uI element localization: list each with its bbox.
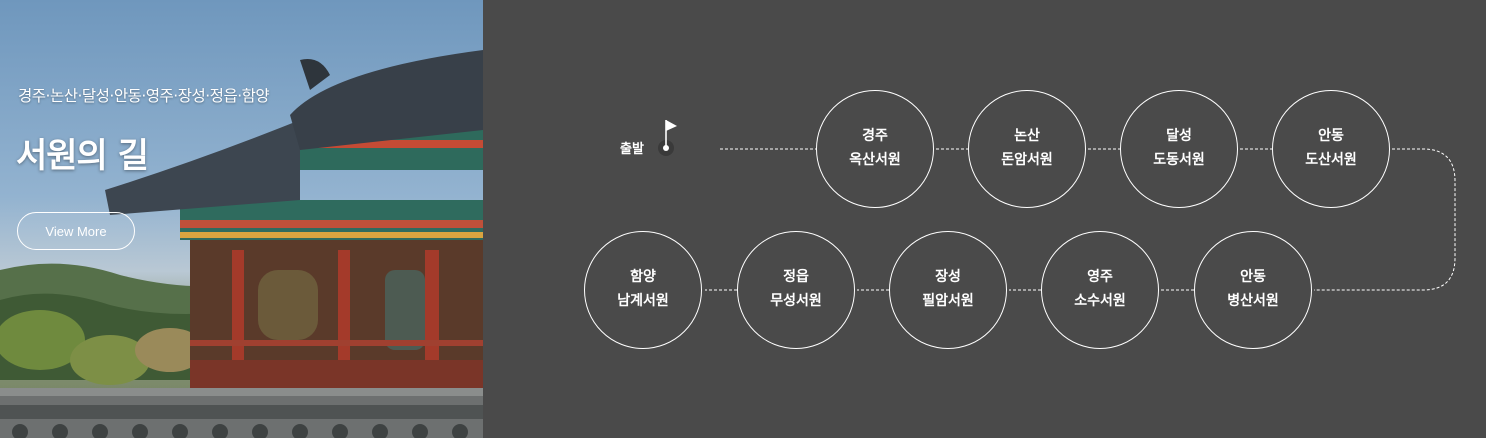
route-path [705, 148, 1456, 291]
route-stop-gyeongju-oksan[interactable]: 경주 옥산서원 [816, 90, 934, 208]
hanok-pavilion-image [0, 50, 483, 438]
view-more-button[interactable]: View More [17, 212, 135, 250]
stop-name: 도산서원 [1305, 152, 1357, 168]
stop-region: 달성 [1166, 128, 1192, 145]
stop-name: 병산서원 [1227, 293, 1279, 309]
route-stop-andong-dosan[interactable]: 안동 도산서원 [1272, 90, 1390, 208]
route-stop-jeongeup-museong[interactable]: 정읍 무성서원 [737, 231, 855, 349]
stop-region: 논산 [1014, 128, 1040, 145]
flag-icon [658, 120, 677, 156]
route-stop-yeongju-sosu[interactable]: 영주 소수서원 [1041, 231, 1159, 349]
stop-name: 남계서원 [617, 293, 669, 309]
route-stop-dalseong-dodong[interactable]: 달성 도동서원 [1120, 90, 1238, 208]
start-label: 출발 [620, 142, 644, 157]
route-stop-jangseong-pilam[interactable]: 장성 필암서원 [889, 231, 1007, 349]
hero-title: 서원의 길 [16, 136, 149, 176]
hero-banner: 경주·논산·달성·안동·영주·장성·정읍·함양 서원의 길 View More [0, 0, 483, 438]
stop-name: 무성서원 [770, 293, 822, 309]
route-map: 출발 경주 옥산서원 논산 돈암서원 달성 도동서원 안동 도산서원 안동 병산… [483, 0, 1486, 438]
stop-region: 안동 [1318, 128, 1344, 145]
stop-name: 옥산서원 [849, 152, 901, 168]
route-stop-hamyang-namgye[interactable]: 함양 남계서원 [584, 231, 702, 349]
stop-region: 경주 [862, 128, 888, 145]
stop-name: 돈암서원 [1001, 152, 1053, 168]
stop-name: 도동서원 [1153, 152, 1205, 168]
route-stop-nonsan-donam[interactable]: 논산 돈암서원 [968, 90, 1086, 208]
stop-region: 함양 [630, 269, 656, 286]
hero-subtitle: 경주·논산·달성·안동·영주·장성·정읍·함양 [18, 87, 270, 105]
stop-region: 안동 [1240, 269, 1266, 286]
stop-name: 소수서원 [1074, 293, 1126, 309]
stop-region: 장성 [935, 269, 961, 286]
stop-region: 정읍 [783, 269, 809, 286]
stop-name: 필암서원 [922, 293, 974, 309]
route-stop-andong-byeongsan[interactable]: 안동 병산서원 [1194, 231, 1312, 349]
stop-region: 영주 [1087, 269, 1113, 286]
